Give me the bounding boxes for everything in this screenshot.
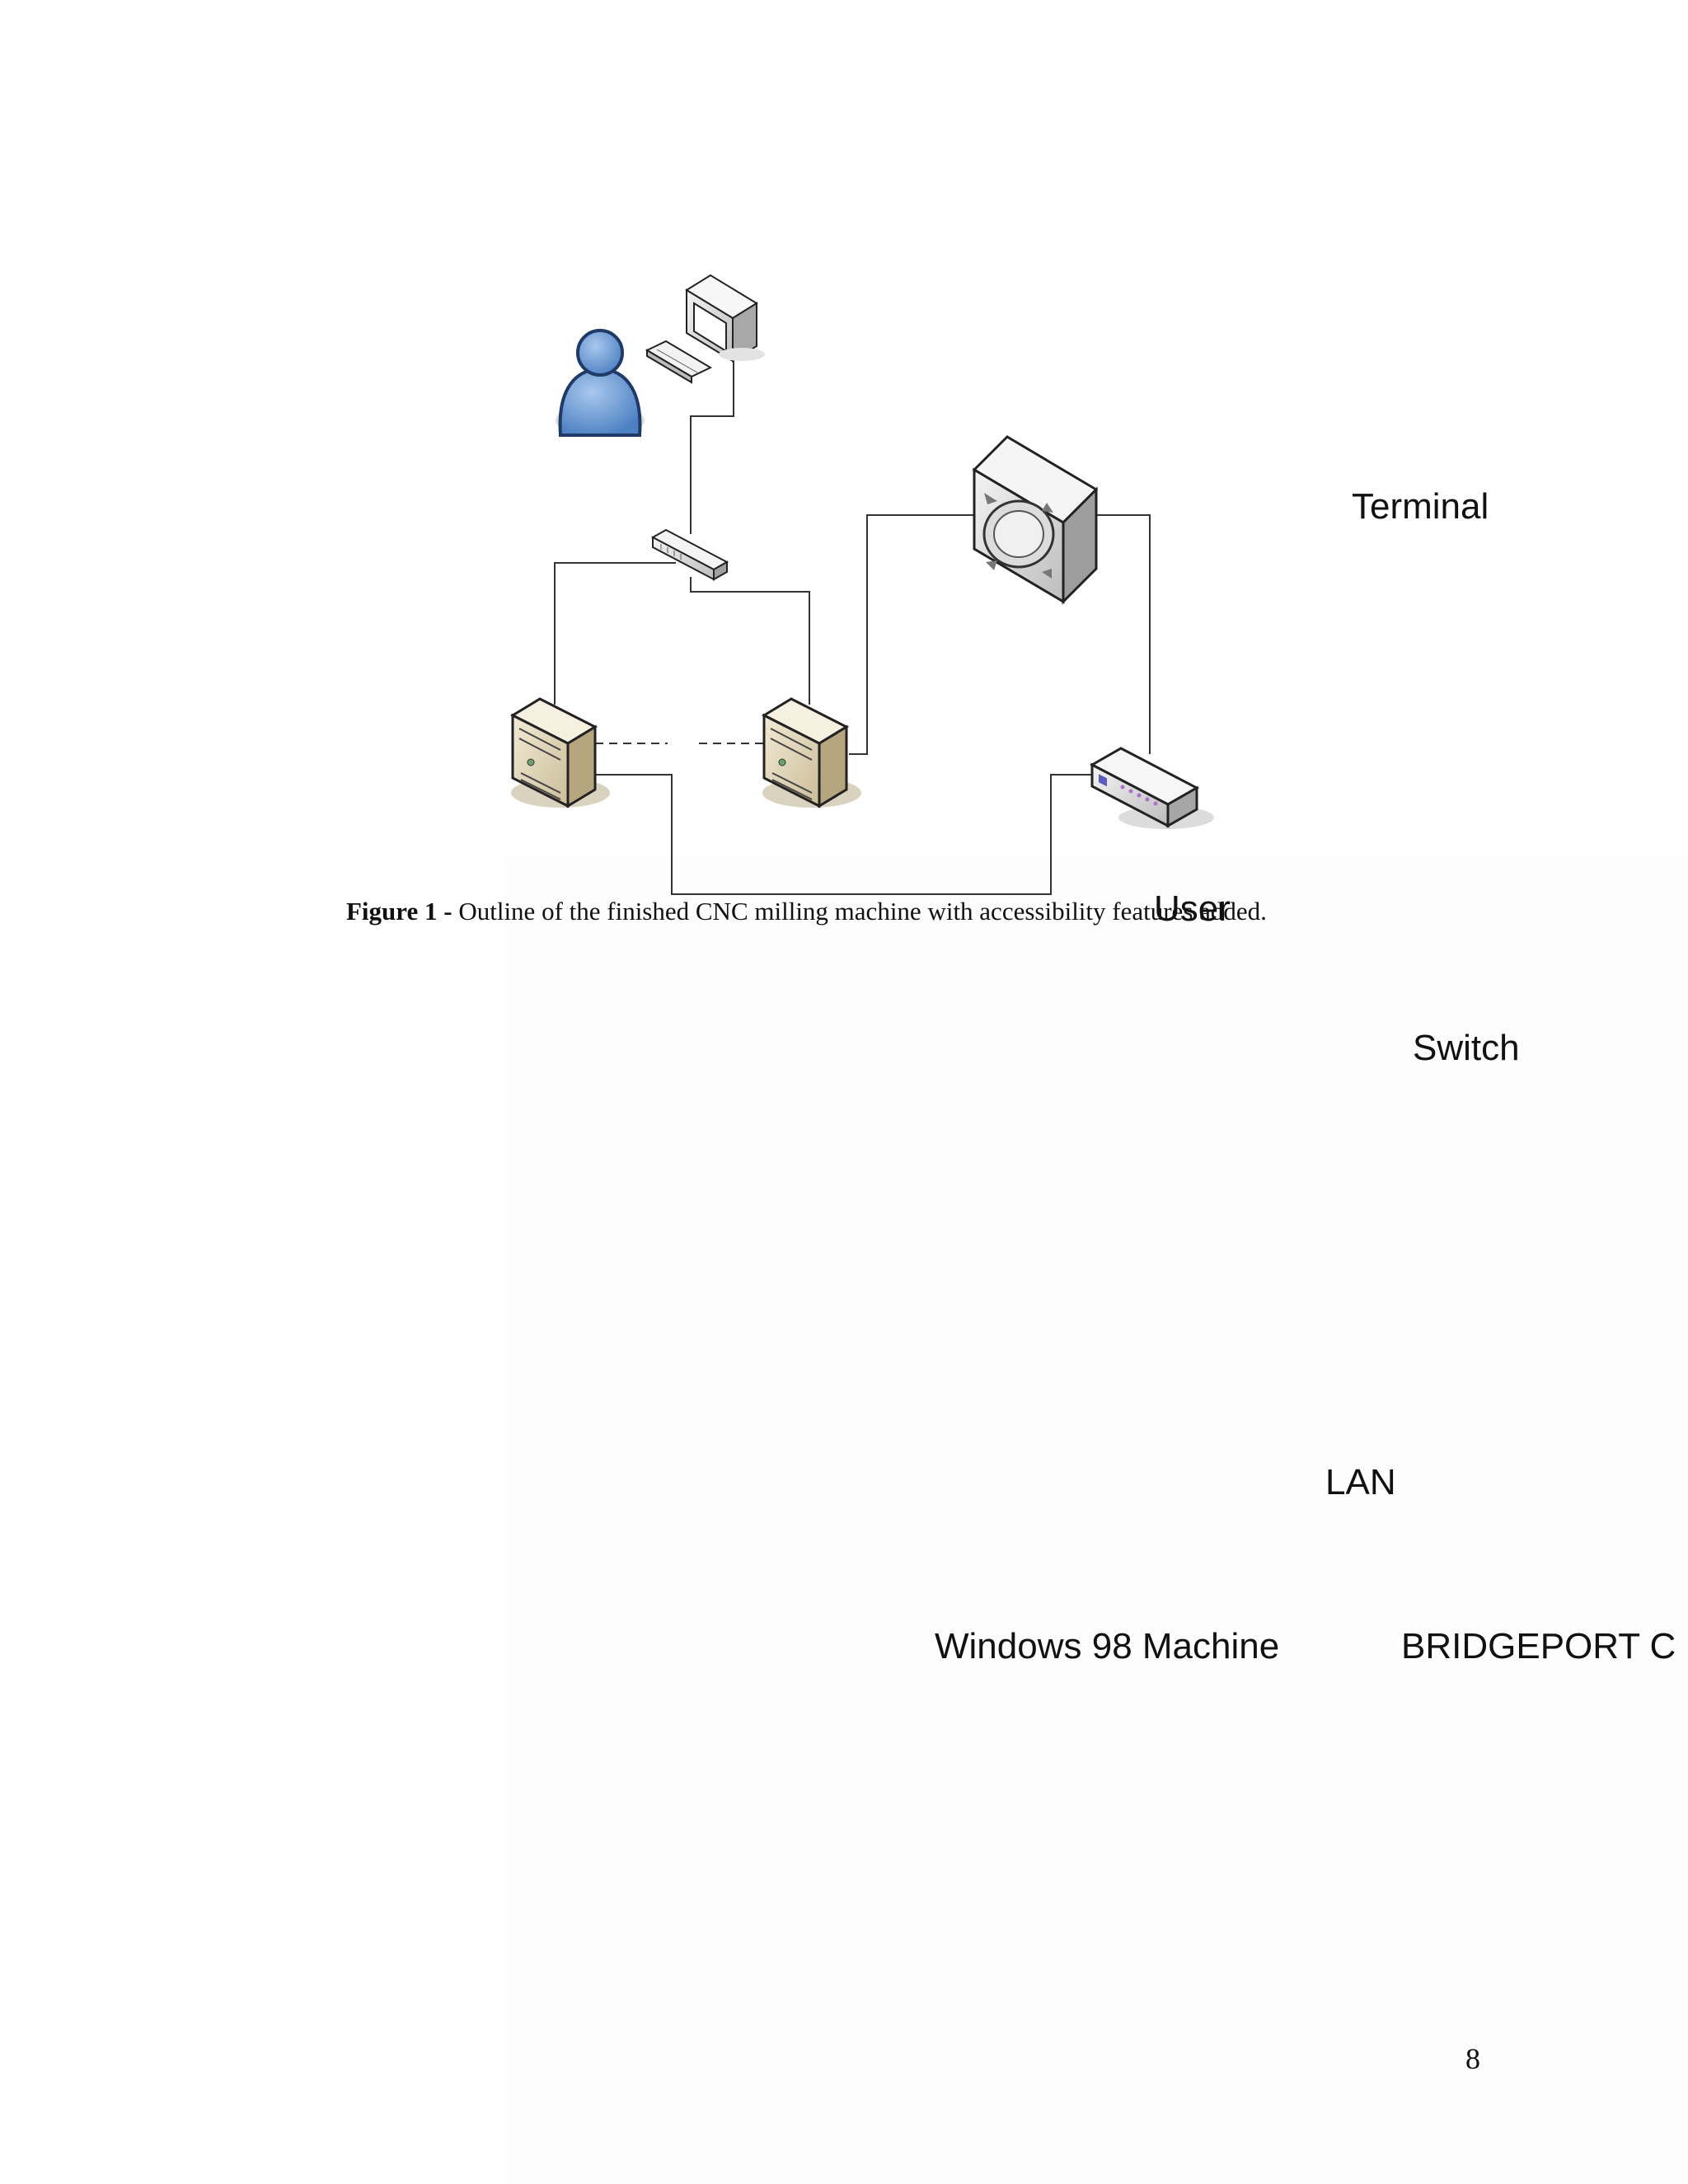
modem-icon: [1089, 747, 1214, 829]
cnc-machine-icon: [972, 435, 1099, 605]
link-terminal-switch: [690, 354, 734, 534]
figure-caption: Figure 1 - Outline of the finished CNC m…: [346, 898, 1267, 924]
label-windows-98-machine: Windows 98 Machine: [935, 1626, 1280, 1666]
label-terminal: Terminal: [1352, 486, 1489, 527]
link-cnc-modem: [1096, 514, 1151, 754]
link-server-cnc: [849, 514, 974, 755]
network-switch-icon: [650, 528, 729, 581]
label-user: User: [1154, 888, 1231, 929]
tower-server-icon: [509, 697, 610, 808]
keyboard-icon: [645, 340, 713, 384]
link-server-modem: [595, 774, 1104, 895]
tower-server-icon-2: [761, 697, 861, 808]
link-switch-server-right: [690, 577, 810, 705]
figure-caption-label: Figure 1 -: [346, 897, 452, 926]
person-icon: [556, 329, 645, 437]
label-bridgeport: BRIDGEPORT C: [1401, 1626, 1676, 1666]
page-shade: [503, 857, 1688, 2184]
computer-monitor-icon: [685, 274, 765, 363]
network-diagram: [509, 274, 1214, 895]
figure-caption-text: Outline of the finished CNC milling mach…: [452, 897, 1267, 926]
label-switch: Switch: [1413, 1028, 1520, 1068]
link-switch-server-left: [554, 562, 676, 705]
connection-lines: [554, 354, 1151, 895]
page-number: 8: [1465, 2042, 1480, 2075]
label-lan: LAN: [1325, 1462, 1396, 1502]
